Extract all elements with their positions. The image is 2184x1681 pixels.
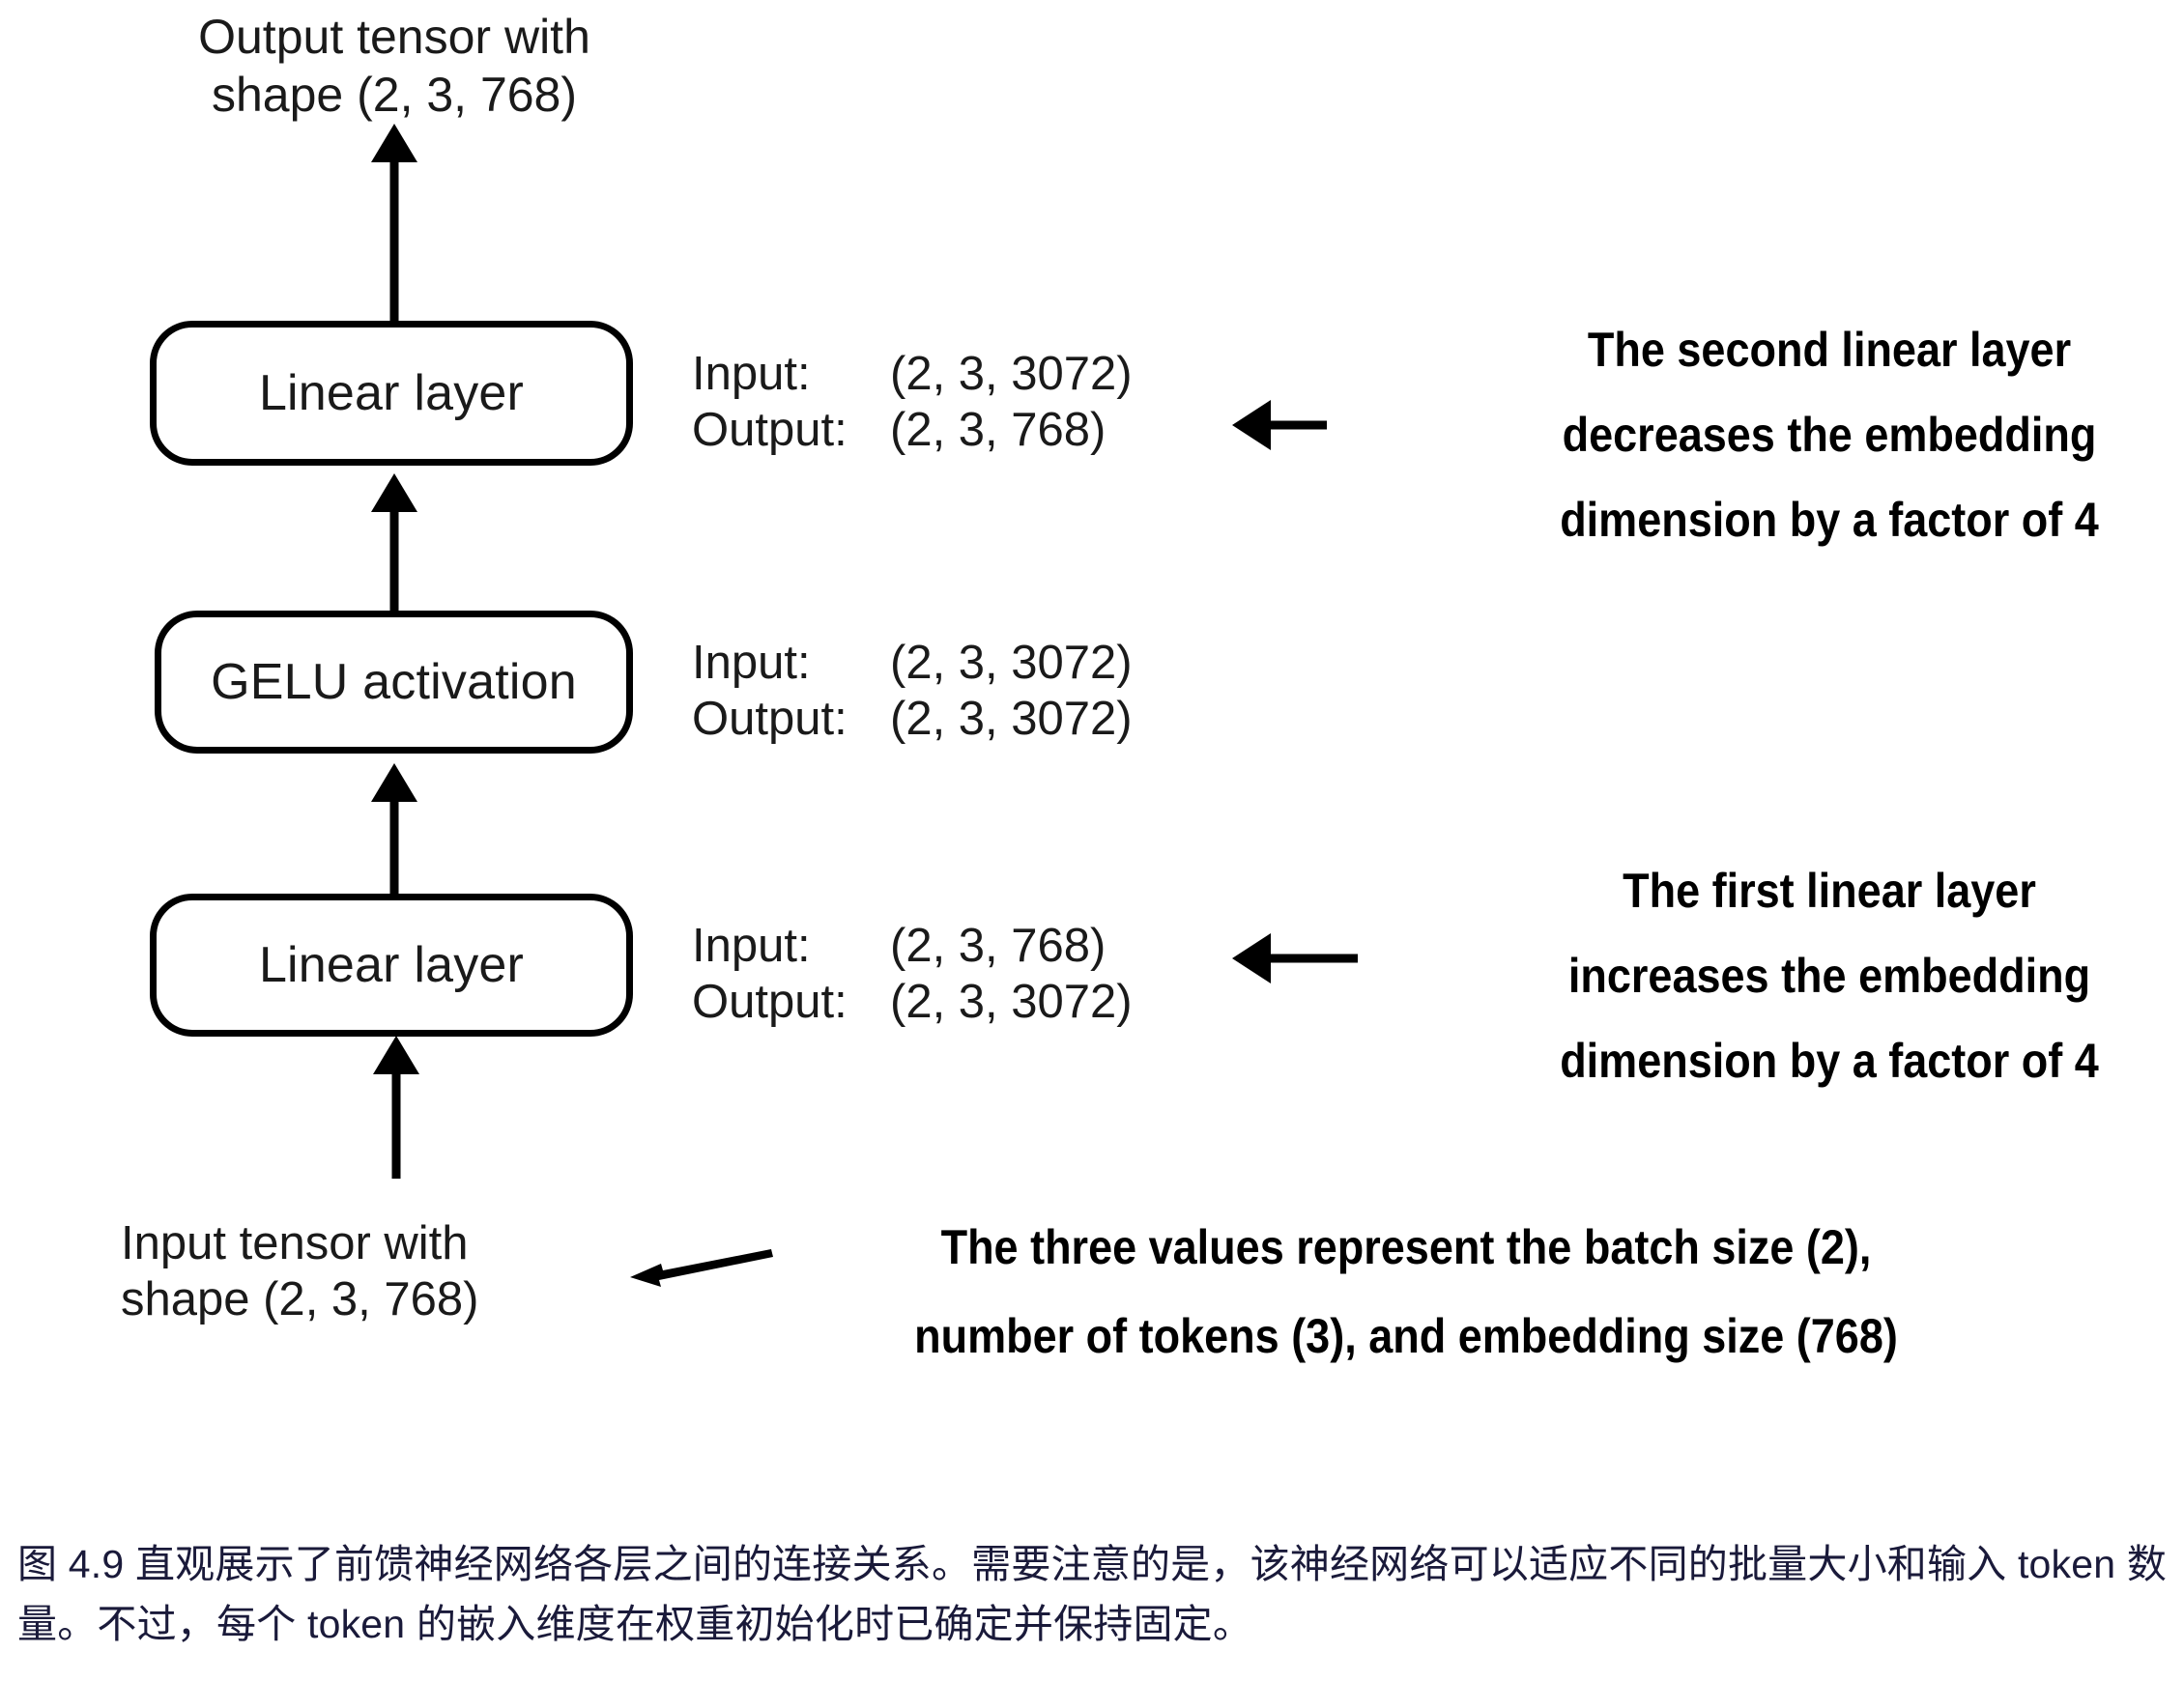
node-gelu-activation[interactable]: GELU activation [155,611,633,754]
io-spec-linear-top: Input: (2, 3, 3072) Output: (2, 3, 768) [692,346,1133,458]
io-output-value: (2, 3, 3072) [890,976,1133,1028]
io-input-key: Input: [692,920,811,972]
arrow-shaft [389,792,399,898]
arrow-shaft [391,1065,401,1179]
io-input-key: Input: [692,637,811,689]
io-output-value: (2, 3, 768) [890,404,1106,456]
arrow-shaft [1261,954,1358,963]
io-output-row: Output: (2, 3, 3072) [692,974,1133,1030]
callout-first-linear-layer: The first linear layer increases the emb… [1560,864,2099,1088]
arrow-shaft [389,153,399,322]
callout-shape-values: The three values represent the batch siz… [914,1220,1898,1363]
io-input-key: Input: [692,348,811,400]
io-input-value: (2, 3, 768) [890,920,1106,972]
io-input-row: Input: (2, 3, 3072) [692,635,1133,691]
node-linear-layer-bottom[interactable]: Linear layer [150,894,633,1037]
io-spec-gelu: Input: (2, 3, 3072) Output: (2, 3, 3072) [692,635,1133,747]
io-input-value: (2, 3, 3072) [890,348,1133,400]
output-tensor-label: Output tensor with shape (2, 3, 768) [198,10,590,122]
node-label: GELU activation [211,654,577,710]
io-output-value: (2, 3, 3072) [890,693,1133,745]
arrow-shaft [1261,420,1327,430]
io-output-row: Output: (2, 3, 768) [692,402,1133,458]
callout-second-linear-layer: The second linear layer decreases the em… [1560,323,2099,547]
io-output-key: Output: [692,693,848,745]
arrow-shaft [389,502,399,613]
arrow-left-icon [630,1249,773,1287]
node-label: Linear layer [258,365,525,421]
io-output-key: Output: [692,404,848,456]
input-tensor-label: Input tensor with shape (2, 3, 768) [121,1217,479,1325]
io-output-key: Output: [692,976,848,1028]
io-spec-linear-bottom: Input: (2, 3, 768) Output: (2, 3, 3072) [692,918,1133,1030]
io-input-row: Input: (2, 3, 768) [692,918,1133,974]
arrow-shape [630,1249,773,1287]
figure-caption: 图 4.9 直观展示了前馈神经网络各层之间的连接关系。需要注意的是，该神经网络可… [17,1542,2168,1646]
io-output-row: Output: (2, 3, 3072) [692,691,1133,747]
node-linear-layer-top[interactable]: Linear layer [150,321,633,466]
node-label: Linear layer [258,937,525,993]
io-input-value: (2, 3, 3072) [890,637,1133,689]
io-input-row: Input: (2, 3, 3072) [692,346,1133,402]
